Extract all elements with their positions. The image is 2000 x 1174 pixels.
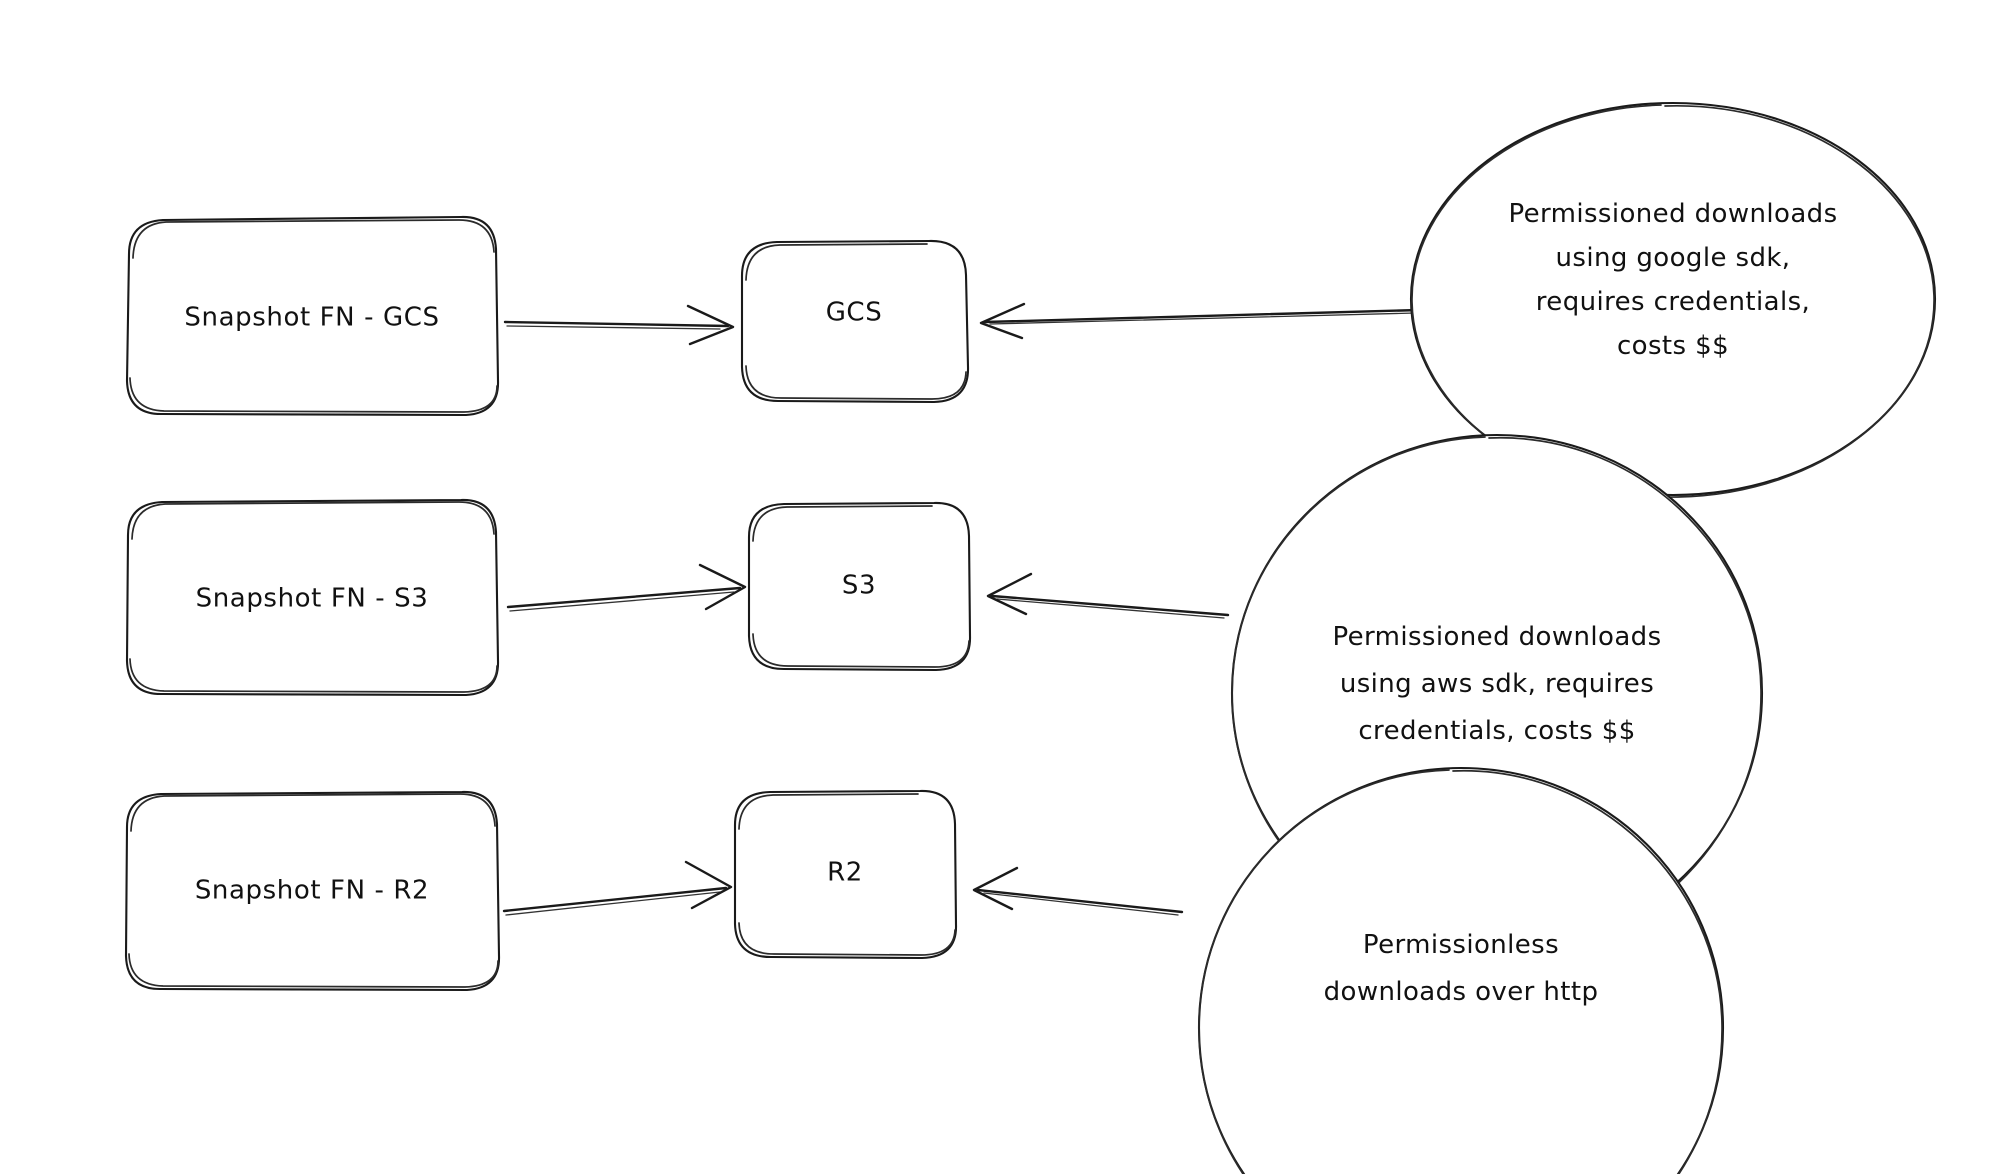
note-gcs-line-4: costs $$ — [1617, 331, 1729, 361]
edge-snapshot-fn-s3-to-s3 — [506, 563, 747, 612]
node-r2[interactable]: R2 — [733, 789, 958, 960]
note-s3-line-2: using aws sdk, requires — [1340, 669, 1654, 699]
note-gcs-line-2: using google sdk, — [1556, 243, 1791, 273]
node-label-snapshot-fn-s3: Snapshot FN - S3 — [196, 584, 429, 614]
note-s3-line-3: credentials, costs $$ — [1358, 716, 1635, 746]
node-label-s3: S3 — [842, 571, 876, 601]
node-snapshot-fn-gcs[interactable]: Snapshot FN - GCS — [125, 215, 500, 417]
node-s3[interactable]: S3 — [747, 501, 972, 672]
node-snapshot-fn-s3[interactable]: Snapshot FN - S3 — [125, 498, 500, 697]
note-gcs[interactable]: Permissioned downloads using google sdk,… — [1409, 101, 1937, 498]
edge-note-gcs-to-gcs — [979, 302, 1422, 340]
edge-snapshot-fn-gcs-to-gcs — [503, 304, 735, 346]
edge-snapshot-fn-r2-to-r2 — [502, 860, 733, 916]
note-gcs-line-1: Permissioned downloads — [1508, 199, 1837, 229]
node-gcs[interactable]: GCS — [740, 239, 970, 404]
note-r2[interactable]: Permissionless downloads over http — [1197, 766, 1725, 1174]
note-r2-line-1: Permissionless — [1363, 930, 1559, 960]
node-label-snapshot-fn-r2: Snapshot FN - R2 — [195, 876, 429, 906]
note-s3-line-1: Permissioned downloads — [1332, 622, 1661, 652]
note-gcs-line-3: requires credentials, — [1536, 287, 1810, 317]
node-label-gcs: GCS — [826, 298, 883, 328]
node-label-snapshot-fn-gcs: Snapshot FN - GCS — [184, 303, 439, 333]
node-snapshot-fn-r2[interactable]: Snapshot FN - R2 — [124, 790, 501, 992]
node-label-r2: R2 — [827, 858, 863, 888]
note-r2-line-2: downloads over http — [1324, 977, 1599, 1007]
edge-note-s3-to-s3 — [986, 572, 1230, 619]
edge-note-r2-to-r2 — [972, 866, 1184, 916]
